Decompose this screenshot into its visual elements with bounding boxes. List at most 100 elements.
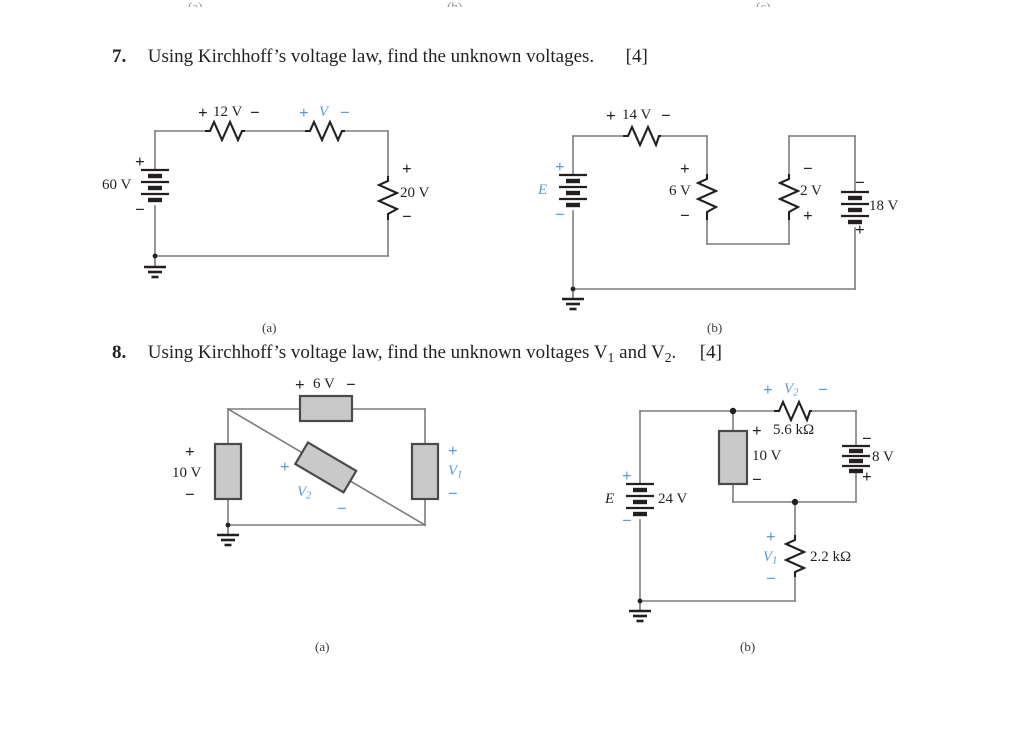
r2-minus-sign-7a: − (340, 103, 350, 122)
circuit-8b-svg (626, 399, 870, 623)
resistor-20v-symbol (376, 176, 400, 220)
source-label-8b: E (605, 491, 615, 507)
question-8-number: 8. (112, 342, 127, 363)
left-minus-sign-8a: − (185, 485, 195, 504)
r3-value-7a: 20 V (400, 185, 430, 201)
battery-e-symbol (559, 173, 587, 208)
top-minus-sign-8a: − (346, 375, 356, 394)
r1-plus-sign-7b: + (606, 106, 616, 125)
bat2-value-8b: 8 V (872, 449, 894, 465)
circuit-8a: + 6 V − + 10 V − + V1 − + V2 − (160, 368, 490, 558)
box-minus-sign-8b: − (752, 470, 762, 489)
r2-value-8b: 2.2 kΩ (810, 549, 852, 565)
figure-8b-label: (b) (740, 639, 756, 654)
circuit-7b: + 14 V − + E − + 6 V − − 2 V + − 18 V + (530, 98, 930, 318)
diag-value-text-8a: V (297, 484, 307, 500)
resistor-12v-symbol (205, 119, 245, 143)
ground-symbol (144, 253, 166, 279)
question-8-sub1: 1 (607, 349, 615, 365)
source-plus-sign-7b: + (555, 157, 565, 176)
ground-symbol-8b (629, 598, 651, 623)
r2-plus-sign-7a: + (299, 103, 309, 122)
r2-label-8b: V1 (763, 550, 777, 567)
resistor-2v-symbol (777, 174, 801, 220)
right-minus-sign-8a: − (448, 484, 458, 503)
resistor-14v-symbol (623, 124, 661, 148)
figure-7b-label: (b) (707, 320, 723, 335)
cut-label-c: (c) (756, 0, 770, 7)
r2-plus-sign-7b: + (680, 159, 690, 178)
left-value-8a: 10 V (172, 465, 202, 481)
box-value-8b: 10 V (752, 448, 782, 464)
question-7-number: 7. (112, 46, 127, 67)
resistor-6v-symbol (695, 174, 719, 220)
question-8-text-after: . (671, 342, 677, 363)
r1-minus-sign-7b: − (661, 106, 671, 125)
figure-7a-label: (a) (262, 320, 277, 335)
question-7-heading: 7. Using Kirchhoff’s voltage law, find t… (112, 46, 648, 68)
cut-label-a: (a) (188, 0, 202, 7)
junction-dot-mid (791, 498, 799, 506)
question-7-marks: [4] (625, 46, 648, 67)
r1-minus-sign-7a: − (250, 103, 260, 122)
source-label-7b: E (538, 182, 548, 198)
source-minus-sign-7a: − (135, 200, 145, 219)
question-8-text-before: Using Kirchhoff’s voltage law, find the … (147, 342, 608, 363)
left-plus-sign-8a: + (185, 442, 195, 461)
top-plus-sign-8b: + (763, 380, 773, 399)
question-8-heading: 8. Using Kirchhoff’s voltage law, find t… (112, 342, 722, 366)
figure-8a-label: (a) (315, 639, 330, 654)
battery-8v-symbol (842, 444, 870, 474)
diag-minus-sign-8a: − (337, 499, 347, 518)
diag-value-sub-8a: 2 (306, 490, 312, 502)
right-value-8a: V1 (448, 464, 462, 481)
source-value-8b: 24 V (658, 491, 688, 507)
source-label-7a: 60 V (102, 177, 132, 193)
top-plus-sign-8a: + (295, 375, 305, 394)
r2-minus-sign-8b: − (766, 569, 776, 588)
source-plus-sign-7a: + (135, 152, 145, 171)
resistor-box-v1 (410, 442, 440, 501)
bat2-plus-sign-8b: + (862, 467, 872, 486)
r2-label-sub-8b: 1 (772, 555, 778, 567)
battery-24v-symbol (626, 482, 654, 517)
r2-value-7a: V (319, 104, 329, 120)
top-minus-sign-8b: − (818, 380, 828, 399)
r1-plus-sign-7a: + (198, 103, 208, 122)
circuit-8b: + V2 − + 5.6 kΩ 10 V − − 8 V + + E 24 V … (600, 372, 920, 632)
right-value-sub-8a: 1 (457, 469, 463, 481)
r2-value-7b: 6 V (669, 183, 691, 199)
circuit-7b-svg (559, 124, 869, 311)
question-8-marks: [4] (699, 342, 722, 363)
cut-label-b: (b) (447, 0, 462, 7)
circuit-8a-svg (213, 394, 440, 547)
resistor-box-v2 (293, 440, 358, 494)
resistor-v-symbol (305, 119, 345, 143)
question-8-sub2: 2 (664, 349, 672, 365)
right-value-text-8a: V (448, 463, 458, 479)
top-value-sub-8b: 2 (793, 387, 799, 399)
bat2-minus-sign-7b: − (855, 173, 865, 192)
r2-label-text-8b: V (763, 549, 773, 565)
r3-plus-sign-7b: + (803, 206, 813, 225)
r3-plus-sign-7a: + (402, 159, 412, 178)
battery-18v-symbol (841, 190, 869, 225)
resistor-2k2-symbol (783, 535, 807, 577)
resistor-5k6-symbol (774, 399, 812, 423)
diag-plus-sign-8a: + (280, 457, 290, 476)
junction-dot-top (729, 407, 737, 415)
r2-plus-sign-8b: + (766, 527, 776, 546)
ground-symbol-8a (217, 522, 239, 547)
question-8-text-mid: and V (614, 342, 665, 363)
r1-value-7a: 12 V (213, 104, 243, 120)
top-value-8b: V2 (784, 382, 798, 399)
r3-value-7b: 2 V (800, 183, 822, 199)
r2-minus-sign-7b: − (680, 206, 690, 225)
box-plus-sign-8b: + (752, 421, 762, 440)
resistor-box-10v (213, 442, 243, 501)
resistor-box-6v (298, 394, 354, 423)
bat2-value-7b: 18 V (869, 198, 899, 214)
top-value-text-8b: V (784, 381, 794, 397)
source-plus-sign-8b: + (622, 466, 632, 485)
